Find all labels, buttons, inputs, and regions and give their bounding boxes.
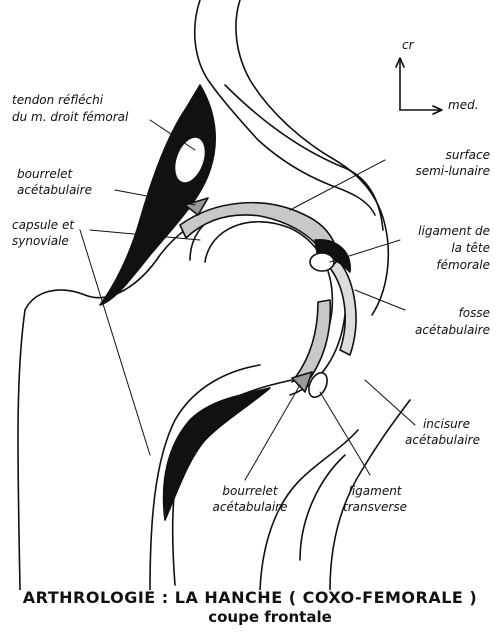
label-bourrelet-lower-line2: acétabulaire [212, 500, 288, 514]
labrum-upper [184, 197, 209, 216]
cranial-arrowhead [395, 57, 405, 68]
label-ligament-tete-line1: ligament de [418, 224, 490, 238]
femur-shaft-right [149, 364, 261, 590]
label-tendon-line2: du m. droit fémoral [12, 110, 129, 124]
femur-outline [17, 204, 236, 590]
label-incisure-line1: incisure [422, 417, 470, 431]
leader-fosse [354, 289, 406, 311]
capsule-lower-black [162, 387, 271, 521]
leader-bourrelet-upper [114, 189, 196, 206]
ischium-inner [299, 454, 346, 561]
label-incisure-line2: acétabulaire [405, 433, 480, 447]
lower-pelvis-line [259, 429, 359, 590]
label-bourrelet-lower-line1: bourrelet [222, 484, 278, 498]
figure-subtitle: coupe frontale [208, 608, 332, 626]
label-fosse-line1: fosse [458, 306, 490, 320]
label-tendon-line1: tendon réfléchi [12, 93, 104, 107]
acetabular-roof-curve [224, 84, 384, 231]
leader-surface [289, 159, 386, 211]
acetabular-fossa-band [329, 259, 357, 356]
label-bourrelet-upper-line2: acétabulaire [17, 183, 92, 197]
leader-capsule-2 [89, 229, 201, 241]
leader-ligament-tete [329, 239, 401, 263]
leader-tendon [149, 119, 196, 151]
leader-transverse [319, 391, 371, 476]
ischium-outline [329, 399, 411, 590]
leader-incisure [364, 379, 416, 426]
label-fosse-line2: acétabulaire [415, 323, 490, 337]
label-surface-line2: semi-lunaire [415, 164, 490, 178]
label-bourrelet-upper-line1: bourrelet [17, 167, 73, 181]
label-capsule-line2: synoviale [12, 234, 69, 248]
leader-capsule-1 [79, 229, 151, 456]
pelvis-outline [193, 0, 376, 216]
label-ligament-tete-line3: fémorale [436, 258, 490, 272]
cranial-label: cr [402, 38, 414, 52]
leader-bourrelet-lower [244, 384, 301, 481]
label-capsule-line1: capsule et [12, 218, 75, 232]
figure-title: ARTHROLOGIE : LA HANCHE ( COXO-FEMORALE … [22, 588, 478, 607]
label-transverse-line1: ligament [348, 484, 402, 498]
pelvis-inner-outline [235, 0, 390, 316]
medial-arrowhead [432, 105, 443, 115]
ligament-head-oval [309, 252, 335, 272]
reflected-tendon [173, 136, 207, 184]
labrum-lower [291, 371, 313, 393]
label-surface-line1: surface [445, 148, 490, 162]
medial-label: med. [448, 98, 479, 112]
hip-joint-diagram [17, 0, 443, 590]
label-transverse-line2: transverse [343, 500, 407, 514]
label-ligament-tete-line2: la tête [451, 241, 490, 255]
transverse-ligament [308, 371, 328, 399]
